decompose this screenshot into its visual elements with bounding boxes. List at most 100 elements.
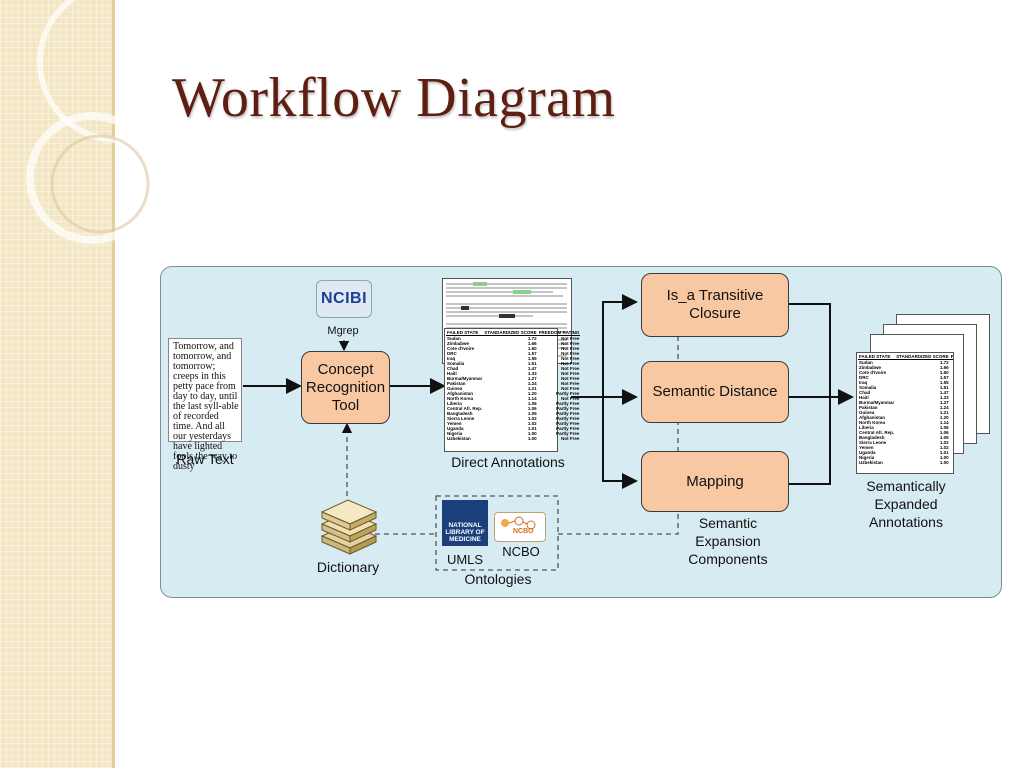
table-cell: 1.51 (527, 361, 537, 366)
ontologies-label: Ontologies (464, 571, 532, 587)
table-cell: 1.00 (527, 436, 537, 441)
table-cell: Sudan (859, 360, 873, 365)
is-a-transitive-closure-box: Is_a Transitive Closure (641, 273, 789, 337)
table-cell: Not Free (561, 371, 580, 376)
table-cell: Somalia (447, 361, 465, 366)
table-cell: 1.51 (939, 385, 949, 390)
table-cell: 1.47 (939, 390, 949, 395)
table-cell: Partly Free (556, 391, 580, 396)
table-cell: DRC (447, 351, 457, 356)
direct-annotations-label: Direct Annotations (451, 454, 565, 470)
table-cell: DRC (859, 375, 869, 380)
table-cell: Not Free (561, 376, 580, 381)
table-cell: 1.57 (939, 375, 949, 380)
table-cell: 1.14 (939, 420, 949, 425)
mapping-label: Mapping (686, 472, 744, 490)
table-row: Somalia 1.51 Not Free (446, 361, 580, 366)
table-cell: 1.55 (527, 356, 537, 361)
table-cell: Guinea (447, 386, 463, 391)
table-cell: 1.60 (939, 370, 949, 375)
table-cell: 1.21 (939, 410, 949, 415)
table-header-cell: FAILED STATE (858, 354, 896, 360)
table-cell: Cote d'Ivoire (447, 346, 475, 351)
table-cell: 1.21 (527, 386, 537, 391)
table-cell: Not Free (561, 356, 580, 361)
table-cell: Sierra Leone (859, 440, 887, 445)
table-cell: 1.02 (939, 445, 949, 450)
table-header-cell: STANDARDIZED SCORE (895, 354, 950, 360)
table-header-cell: FREEDOM RATING (537, 330, 581, 336)
table-cell: Afghanistan (447, 391, 474, 396)
table-cell: Nigeria (859, 455, 875, 460)
table-cell: 1.02 (527, 421, 537, 426)
table-cell: Pakistan (447, 381, 466, 386)
table-cell: Burma/Myanmar (447, 376, 483, 381)
semantic-distance-box: Semantic Distance (641, 361, 789, 423)
table-cell: 1.20 (527, 391, 537, 396)
table-cell: 1.33 (939, 395, 949, 400)
table-cell: Iraq (859, 380, 868, 385)
table-header-cell: FREEDOM RATING (949, 354, 953, 360)
table-cell: Partly Free (556, 421, 580, 426)
table-cell: Not Free (561, 346, 580, 351)
table-cell: 1.24 (527, 381, 537, 386)
table-cell: 1.14 (527, 396, 537, 401)
ncbo-logo-text: NCBO (513, 528, 534, 535)
table-cell: 1.20 (939, 415, 949, 420)
semantic-distance-label: Semantic Distance (652, 383, 778, 400)
table-cell: Uganda (447, 426, 464, 431)
table-cell: 1.72 (939, 360, 949, 365)
ncibi-logo: NCIBI (316, 280, 372, 318)
table-cell: Not Free (561, 361, 580, 366)
mgrep-caption: Mgrep (327, 325, 359, 337)
table-cell: 1.60 (527, 346, 537, 351)
table-cell: Zimbabwe (859, 365, 882, 370)
table-cell: Central Afr. Rep. (447, 406, 483, 411)
table-cell: Not Free (561, 396, 580, 401)
table-cell: 1.06 (527, 406, 537, 411)
table-cell: Yemen (859, 445, 874, 450)
table-cell: Somalia (859, 385, 877, 390)
table-cell: 1.00 (939, 460, 949, 465)
semantically-expanded-annotations-label: Semantically Expanded Annotations (866, 478, 946, 530)
table-cell: 1.72 (527, 336, 537, 341)
table-cell: 1.05 (939, 435, 949, 440)
ncbo-graph-icon (501, 516, 536, 530)
decorative-circles (26, 0, 160, 244)
table-cell: Partly Free (556, 416, 580, 421)
table-cell: 1.06 (527, 401, 537, 406)
table-cell: Yemen (447, 421, 462, 426)
table-cell: Pakistan (859, 405, 878, 410)
is-a-transitive-closure-label: Is_a Transitive Closure (666, 287, 764, 322)
table-cell: 1.57 (527, 351, 537, 356)
table-cell: 1.47 (527, 366, 537, 371)
